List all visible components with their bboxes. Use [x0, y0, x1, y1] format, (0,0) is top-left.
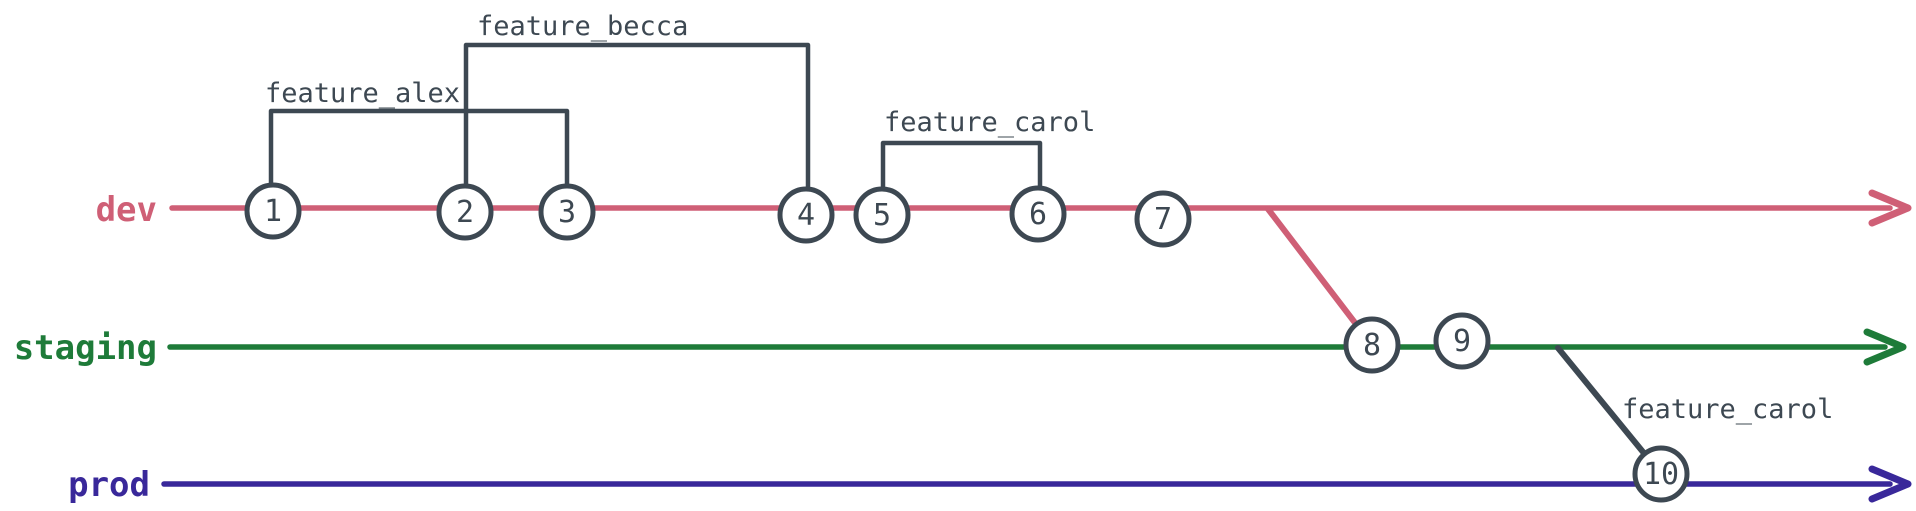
merge-line-0: [1265, 206, 1375, 348]
commit-node-10: [1632, 445, 1690, 503]
feature-bracket-feature_becca: [463, 42, 811, 195]
feature-bracket-feature_alex: [268, 108, 570, 193]
commit-label: 10: [1643, 457, 1679, 492]
commit-label: 2: [456, 195, 474, 230]
commit-node-1: [244, 182, 302, 240]
commit-node-2: [436, 183, 494, 241]
arrow-right-icon-dev: [1868, 189, 1912, 227]
commit-label: 4: [797, 198, 815, 233]
feature-branch-label: feature_becca: [477, 11, 688, 42]
commit-label: 1: [264, 194, 282, 229]
commit-label: 6: [1029, 197, 1047, 232]
branch-label-dev: dev: [96, 190, 157, 230]
commit-label: 5: [873, 198, 891, 233]
commit-label: 7: [1154, 202, 1172, 237]
commit-node-9: [1433, 312, 1491, 370]
arrow-right-icon-staging: [1863, 328, 1907, 366]
feature-branch-label: feature_carol: [884, 107, 1095, 138]
branch-label-prod: prod: [68, 465, 150, 505]
commit-node-3: [538, 183, 596, 241]
merge-label: feature_carol: [1622, 394, 1833, 425]
branch-label-staging: staging: [14, 328, 157, 368]
commit-node-8: [1343, 316, 1401, 374]
feature-branch-label: feature_alex: [265, 78, 460, 109]
commit-label: 9: [1453, 324, 1471, 359]
commit-label: 8: [1363, 328, 1381, 363]
commit-label: 3: [558, 195, 576, 230]
commit-node-7: [1134, 190, 1192, 248]
commit-node-4: [777, 186, 835, 244]
feature-bracket-feature_carol: [880, 140, 1043, 195]
arrow-right-icon-prod: [1868, 465, 1912, 503]
commit-node-5: [853, 186, 911, 244]
commit-node-6: [1009, 185, 1067, 243]
